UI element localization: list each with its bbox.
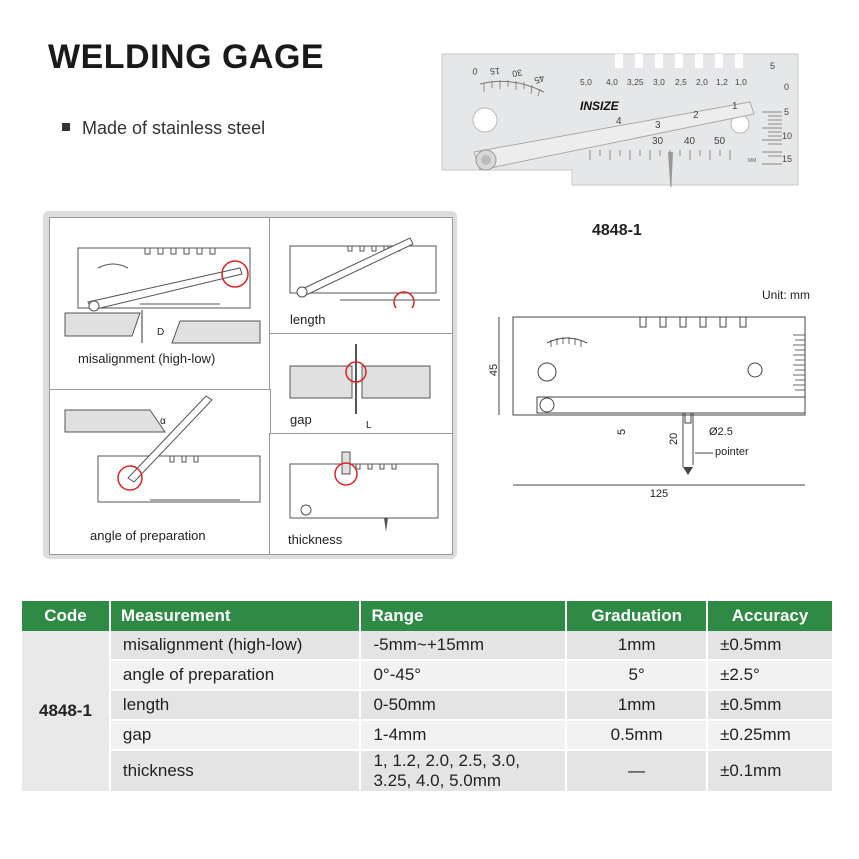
spec-table: Code Measurement Range Graduation Accura…	[22, 601, 834, 793]
measurement-cell: gap	[109, 720, 362, 751]
graduation-cell: —	[566, 750, 709, 793]
brand-logo: INSIZE	[580, 99, 620, 113]
graduation-cell: 1mm	[566, 690, 709, 721]
thick-mark: 2,5	[675, 77, 687, 87]
product-photo: 0 15 30 45 5,0 4,0 3,25 3,0 2,5 2,0 1,2 …	[441, 53, 799, 187]
thick-mark: 1,2	[716, 77, 728, 87]
pointer-label: pointer	[715, 446, 749, 458]
range-cell: -5mm~+15mm	[360, 631, 568, 661]
measurement-cell: length	[109, 690, 362, 721]
col-code: Code	[22, 601, 111, 631]
thick-mark: 1,0	[735, 77, 747, 87]
measurement-cell: misalignment (high-low)	[109, 631, 362, 661]
length-diagram	[289, 237, 440, 313]
misalignment-mark: D	[157, 327, 164, 338]
arm-mark: 3	[655, 120, 661, 131]
right-scale-mark: 5	[770, 61, 775, 71]
panel-misalignment: D misalignment (high-low)	[49, 217, 271, 391]
dim-length: 125	[650, 488, 668, 500]
range-cell: 0°-45°	[360, 660, 568, 691]
misalignment-diagram: D	[64, 247, 261, 344]
angle-diagram: α	[64, 395, 261, 503]
misalignment-caption: misalignment (high-low)	[78, 351, 216, 366]
unit-mark: MM	[748, 158, 756, 164]
panel-thickness: thickness	[269, 433, 453, 555]
accuracy-cell: ±0.5mm	[707, 690, 834, 721]
graduation-cell: 5°	[566, 660, 709, 691]
dim-pointer-length: 20	[668, 433, 680, 445]
length-caption: length	[290, 312, 326, 327]
dim-pointer-diameter: Ø2.5	[709, 426, 733, 438]
usage-diagrams: D misalignment (high-low) length L gap	[43, 211, 457, 559]
thickness-diagram	[289, 451, 439, 532]
thick-mark: 3,25	[627, 77, 644, 87]
right-scale-mark: 10	[782, 131, 792, 141]
table-row: gap 1-4mm 0.5mm ±0.25mm	[22, 720, 834, 751]
angle-mark-45: 45	[533, 73, 546, 86]
table-row: thickness 1, 1.2, 2.0, 2.5, 3.0,3.25, 4.…	[22, 750, 834, 793]
panel-gap: L gap	[269, 333, 453, 435]
range-cell: 1, 1.2, 2.0, 2.5, 3.0,3.25, 4.0, 5.0mm	[360, 750, 568, 793]
table-header-row: Code Measurement Range Graduation Accura…	[22, 601, 834, 631]
table-row: 4848-1 misalignment (high-low) -5mm~+15m…	[22, 631, 834, 793]
length-mark: 30	[652, 136, 664, 147]
range-cell: 1-4mm	[360, 720, 568, 751]
thick-mark: 4,0	[606, 77, 618, 87]
dim-offset: 5	[616, 429, 628, 435]
gap-diagram: L	[289, 344, 431, 431]
range-line: 1, 1.2, 2.0, 2.5, 3.0,	[373, 751, 520, 770]
length-mark: 50	[714, 136, 726, 147]
col-measurement: Measurement	[109, 601, 362, 631]
dimension-drawing: 45 125 5 20 Ø2.5 pointer	[488, 316, 806, 500]
measurement-cell: angle of preparation	[109, 660, 362, 691]
thick-mark: 3,0	[653, 77, 665, 87]
feature-text: Made of stainless steel	[82, 118, 266, 138]
graduation-cell: 0.5mm	[566, 720, 709, 751]
arm-mark: 4	[616, 116, 622, 127]
col-accuracy: Accuracy	[707, 601, 834, 631]
accuracy-cell: ±0.5mm	[707, 631, 834, 661]
bullet-icon	[62, 123, 70, 131]
measurement-cell: thickness	[109, 750, 362, 793]
right-scale-mark: 5	[784, 107, 789, 117]
length-mark: 40	[684, 136, 696, 147]
range-cell: 0-50mm	[360, 690, 568, 721]
unit-label: Unit: mm	[762, 288, 810, 302]
angle-mark-0: 0	[472, 66, 479, 77]
thickness-caption: thickness	[288, 532, 343, 547]
angle-mark: α	[160, 416, 166, 427]
right-scale-mark: 0	[784, 82, 789, 92]
arm-mark: 1	[732, 101, 738, 112]
panel-angle: α angle of preparation	[49, 389, 271, 555]
model-number: 4848-1	[592, 222, 642, 239]
feature-bullet: Made of stainless steel	[62, 118, 265, 139]
accuracy-cell: ±0.25mm	[707, 720, 834, 751]
page-title: WELDING GAGE	[48, 38, 325, 76]
thick-mark: 2,0	[696, 77, 708, 87]
graduation-cell: 1mm	[566, 631, 709, 661]
range-line: 3.25, 4.0, 5.0mm	[373, 771, 502, 790]
gap-caption: gap	[290, 412, 312, 427]
col-range: Range	[360, 601, 568, 631]
code-cell: 4848-1	[22, 631, 111, 793]
table-row: length 0-50mm 1mm ±0.5mm	[22, 690, 834, 721]
thick-mark: 5,0	[580, 77, 592, 87]
panel-length: length	[269, 217, 453, 335]
right-scale-mark: 15	[782, 154, 792, 164]
gap-mark: L	[366, 420, 372, 431]
angle-mark-30: 30	[511, 67, 523, 79]
col-graduation: Graduation	[566, 601, 709, 631]
angle-caption: angle of preparation	[90, 528, 206, 543]
arm-mark: 2	[693, 110, 699, 121]
accuracy-cell: ±0.1mm	[707, 750, 834, 793]
angle-mark-15: 15	[490, 66, 500, 76]
accuracy-cell: ±2.5°	[707, 660, 834, 691]
dim-height: 45	[488, 364, 500, 376]
table-row: angle of preparation 0°-45° 5° ±2.5°	[22, 660, 834, 691]
